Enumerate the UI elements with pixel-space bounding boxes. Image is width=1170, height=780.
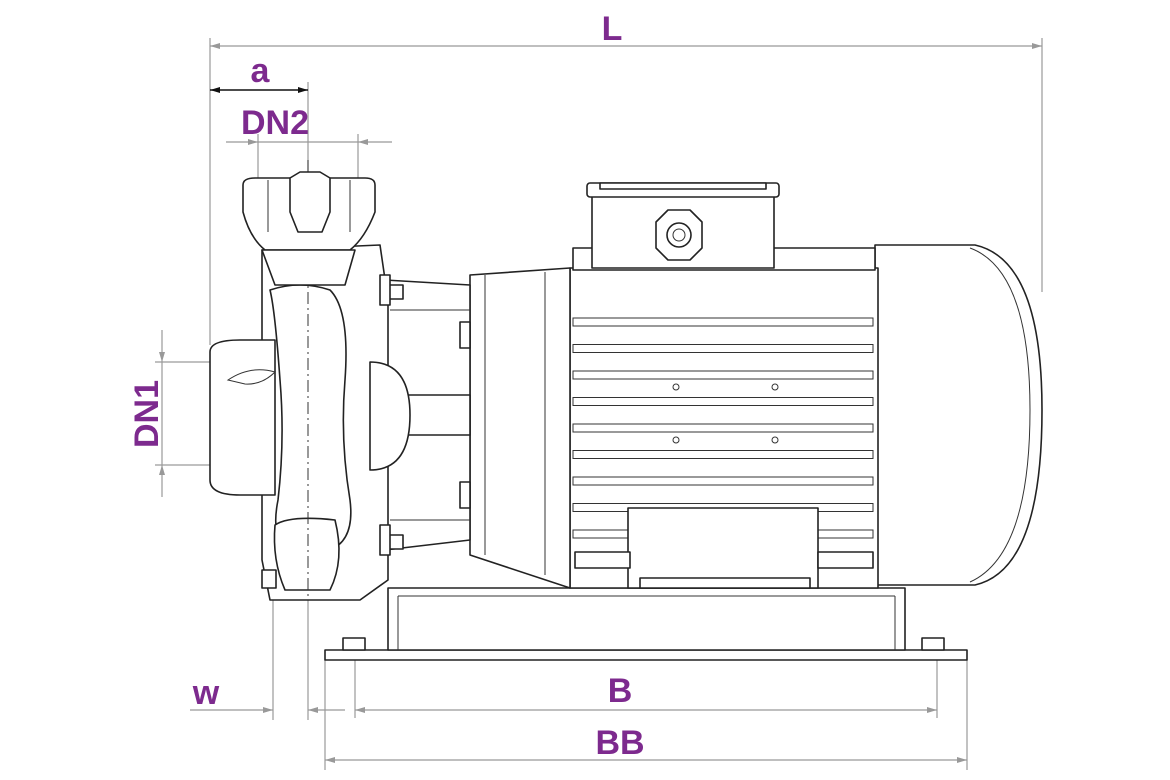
cooling-fin (572, 370, 874, 380)
label-DN2: DN2 (241, 104, 309, 142)
pump-casing (209, 160, 411, 601)
motor-flange (469, 267, 571, 589)
cooling-fin (572, 476, 874, 486)
label-w: w (192, 674, 220, 712)
cooling-fin (572, 423, 874, 433)
cooling-fin (572, 397, 874, 406)
cooling-fin (572, 344, 874, 353)
terminal-box (586, 182, 780, 269)
label-a: a (251, 52, 271, 90)
cooling-fin (572, 317, 874, 327)
label-BB: BB (595, 724, 644, 762)
label-DN1: DN1 (128, 380, 166, 448)
motor-body (569, 247, 879, 589)
label-L: L (602, 10, 623, 48)
dimension-lines (159, 43, 1042, 763)
label-B: B (608, 672, 633, 710)
base-plate (324, 587, 968, 661)
cooling-fin (572, 450, 874, 459)
motor-fan-cover (874, 244, 1043, 586)
discharge-outlet (242, 171, 376, 286)
